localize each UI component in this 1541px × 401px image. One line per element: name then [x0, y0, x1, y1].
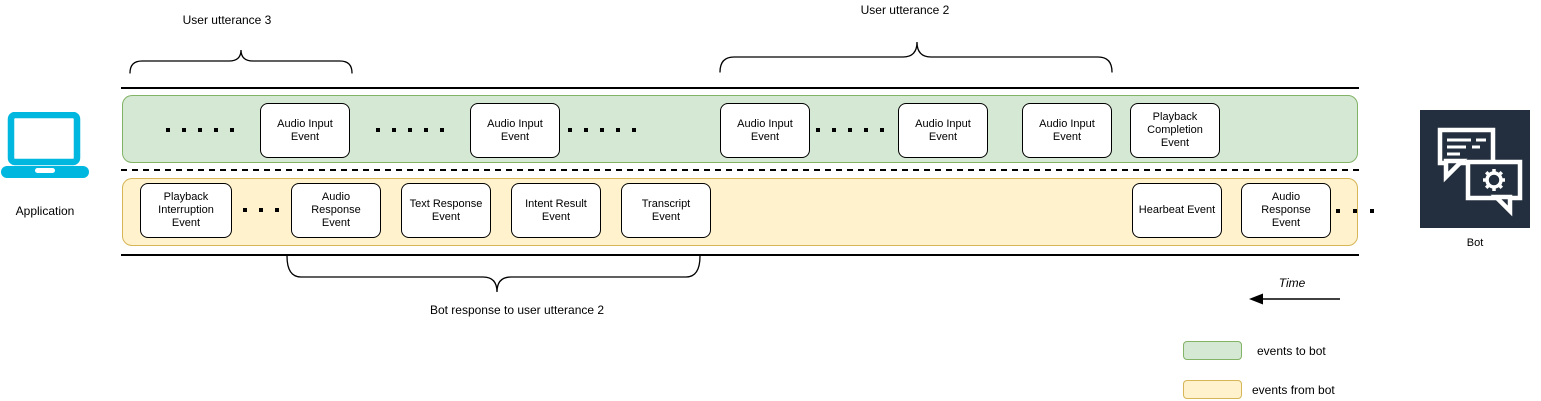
- event-box-audio-response: Audio Response Event: [291, 183, 381, 238]
- event-box-audio-response: Audio Response Event: [1241, 183, 1331, 238]
- event-label: Audio Input Event: [737, 117, 793, 143]
- user-utterance-2-brace: [719, 41, 1113, 73]
- event-label: Intent Result Event: [525, 197, 587, 223]
- event-label: Audio Input Event: [1039, 117, 1095, 143]
- laptop-notch: [35, 168, 55, 173]
- event-box-transcript: Transcript Event: [621, 183, 711, 238]
- user-utterance-2-label: User utterance 2: [860, 3, 950, 17]
- event-box-text-response: Text Response Event: [401, 183, 491, 238]
- laptop-base: [1, 166, 89, 178]
- gear-icon: [1483, 169, 1505, 191]
- event-label: Playback Completion Event: [1147, 111, 1203, 149]
- gear-bubble-icon: [1465, 159, 1523, 201]
- ellipsis-dots: [568, 128, 636, 132]
- legend-swatch-events-from-bot: [1183, 380, 1242, 399]
- chat-bubble-tail: [1443, 158, 1468, 183]
- event-label: Text Response Event: [409, 197, 483, 223]
- time-axis-label: Time: [1278, 276, 1306, 290]
- dot: [848, 128, 852, 132]
- application-label: Application: [15, 204, 75, 218]
- dot: [408, 128, 412, 132]
- dot: [600, 128, 604, 132]
- ellipsis-dots: [816, 128, 884, 132]
- chat-bubble-icon: [1437, 127, 1496, 166]
- dot: [616, 128, 620, 132]
- timeline-bottom-rail: [121, 254, 1359, 256]
- lane-separator-dashed-line: [121, 169, 1359, 171]
- dot: [816, 128, 820, 132]
- dot: [1370, 209, 1374, 213]
- bot-icon: [1420, 110, 1530, 228]
- bot-label: Bot: [1466, 237, 1484, 249]
- bot-response-brace: [286, 255, 701, 293]
- dot: [880, 128, 884, 132]
- legend-label-events-from-bot: events from bot: [1252, 383, 1335, 397]
- dot: [166, 128, 170, 132]
- event-label: Transcript Event: [641, 197, 691, 223]
- dot: [632, 128, 636, 132]
- event-box-hearbeat: Hearbeat Event: [1132, 183, 1222, 238]
- event-label: Audio Input Event: [277, 117, 333, 143]
- dot: [259, 208, 263, 212]
- ellipsis-dots: [1336, 209, 1374, 213]
- event-label: Audio Response Event: [311, 191, 361, 229]
- event-label: Audio Input Event: [915, 117, 971, 143]
- event-box-audio-input: Audio Input Event: [898, 103, 988, 158]
- dot: [376, 128, 380, 132]
- event-box-intent-result: Intent Result Event: [511, 183, 601, 238]
- chat-text-lines: [1447, 138, 1486, 156]
- dot: [198, 128, 202, 132]
- event-box-audio-input: Audio Input Event: [720, 103, 810, 158]
- dot: [243, 208, 247, 212]
- ellipsis-dots: [166, 128, 234, 132]
- event-label: Audio Input Event: [487, 117, 543, 143]
- bot-response-label: Bot response to user utterance 2: [429, 303, 605, 317]
- event-label: Audio Response Event: [1261, 191, 1311, 229]
- dot: [584, 128, 588, 132]
- bot-icon-background: [1420, 110, 1530, 228]
- dot: [275, 208, 279, 212]
- laptop-screen: [7, 112, 81, 166]
- ellipsis-dots: [243, 208, 279, 212]
- user-utterance-3-brace: [129, 49, 353, 74]
- dot: [1353, 209, 1357, 213]
- dot: [182, 128, 186, 132]
- event-box-audio-input: Audio Input Event: [260, 103, 350, 158]
- dot: [424, 128, 428, 132]
- dot: [214, 128, 218, 132]
- legend-swatch-events-to-bot: [1183, 341, 1242, 360]
- gear-bubble-tail: [1490, 194, 1513, 217]
- laptop-icon: [1, 112, 89, 178]
- timeline-top-rail: [121, 87, 1359, 89]
- event-box-audio-input: Audio Input Event: [1022, 103, 1112, 158]
- dot: [1336, 209, 1340, 213]
- event-box-playback-interruption: Playback Interruption Event: [140, 183, 232, 238]
- event-label: Hearbeat Event: [1138, 204, 1216, 216]
- dot: [392, 128, 396, 132]
- time-arrow-head: [1249, 293, 1263, 305]
- ellipsis-dots: [376, 128, 444, 132]
- event-label: Playback Interruption Event: [158, 191, 214, 229]
- legend-label-events-to-bot: events to bot: [1257, 344, 1326, 358]
- dot: [230, 128, 234, 132]
- dot: [864, 128, 868, 132]
- user-utterance-3-label: User utterance 3: [182, 13, 272, 27]
- dot: [440, 128, 444, 132]
- event-box-audio-input: Audio Input Event: [470, 103, 560, 158]
- dot: [832, 128, 836, 132]
- dot: [568, 128, 572, 132]
- event-box-playback-completion: Playback Completion Event: [1130, 103, 1220, 158]
